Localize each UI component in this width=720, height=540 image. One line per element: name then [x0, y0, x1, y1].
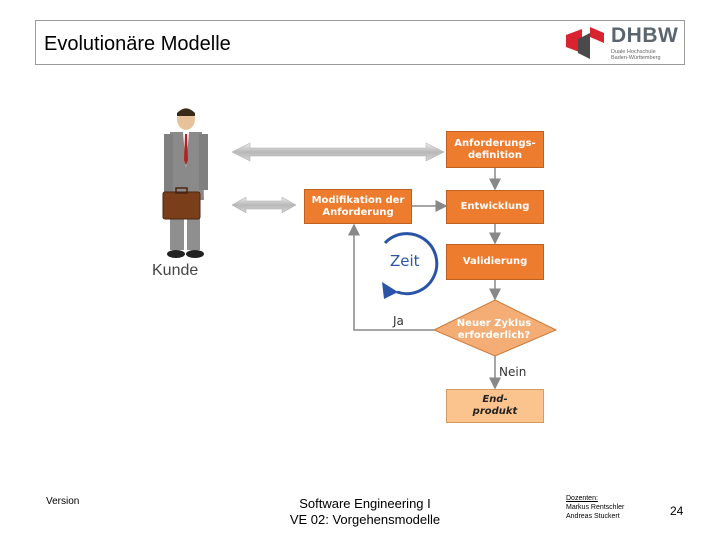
logo-subtitle: Duale Hochschule Baden-Württemberg [611, 49, 661, 61]
logo-subtitle-line1: Duale Hochschule [611, 49, 656, 55]
decision-label: Neuer Zyklus erforderlich? [446, 318, 542, 342]
box-anforderungsdefinition: Anforderungs- definition [446, 131, 544, 168]
logo-wordmark: DHBW [611, 24, 679, 47]
footer-lecturer-1: Markus Rentschler [566, 504, 625, 511]
decision-diamond [432, 299, 558, 357]
box-modifikation: Modifikation der Anforderung [304, 189, 412, 224]
footer-lecturer-2: Andreas Stuckert [566, 513, 620, 520]
footer-course-line2: VE 02: Vorgehensmodelle [289, 512, 441, 527]
box-endprodukt-line1: End- [482, 394, 508, 405]
footer-lecturers: Dozenten: Markus Rentschler Andreas Stuc… [566, 494, 624, 521]
customer-modification-double-arrow [231, 196, 297, 214]
box-validierung: Validierung [446, 244, 544, 280]
customer-businessman-figure [162, 108, 208, 258]
decision-label-line1: Neuer Zyklus [456, 318, 532, 329]
time-label: Zeit [390, 252, 420, 270]
box-validierung-label: Validierung [462, 256, 528, 267]
box-modifikation-line1: Modifikation der [311, 194, 405, 206]
box-entwicklung: Entwicklung [446, 190, 544, 224]
box-endprodukt: End- produkt [446, 389, 544, 423]
customer-requirements-double-arrow [231, 142, 445, 162]
box-anforderungsdefinition-line1: Anforderungs- [454, 137, 536, 149]
box-entwicklung-label: Entwicklung [460, 201, 530, 212]
arrow-yes-loop-to-modification [348, 223, 434, 331]
footer-lecturers-heading: Dozenten: [566, 495, 598, 502]
slide-header: Evolutionäre Modelle DHBW Duale Hochschu… [35, 20, 685, 65]
box-endprodukt-line2: produkt [472, 406, 518, 417]
dhbw-logo-mark-icon [566, 27, 604, 59]
customer-label: Kunde [152, 262, 199, 279]
footer-course-line1: Software Engineering I [299, 496, 431, 511]
box-anforderungsdefinition-line2: definition [467, 149, 523, 161]
time-cycle-icon [382, 232, 439, 299]
box-modifikation-line2: Anforderung [322, 206, 394, 218]
page-number: 24 [670, 504, 684, 518]
decision-label-line2: erforderlich? [457, 330, 531, 341]
dhbw-logo: DHBW Duale Hochschule Baden-Württemberg [560, 23, 678, 63]
no-label: Nein [499, 365, 527, 379]
footer-version: Version [46, 496, 80, 507]
logo-subtitle-line2: Baden-Württemberg [611, 55, 661, 61]
footer-course: Software Engineering I VE 02: Vorgehensm… [260, 496, 470, 528]
slide-title: Evolutionäre Modelle [44, 33, 231, 55]
yes-label: Ja [393, 314, 404, 328]
